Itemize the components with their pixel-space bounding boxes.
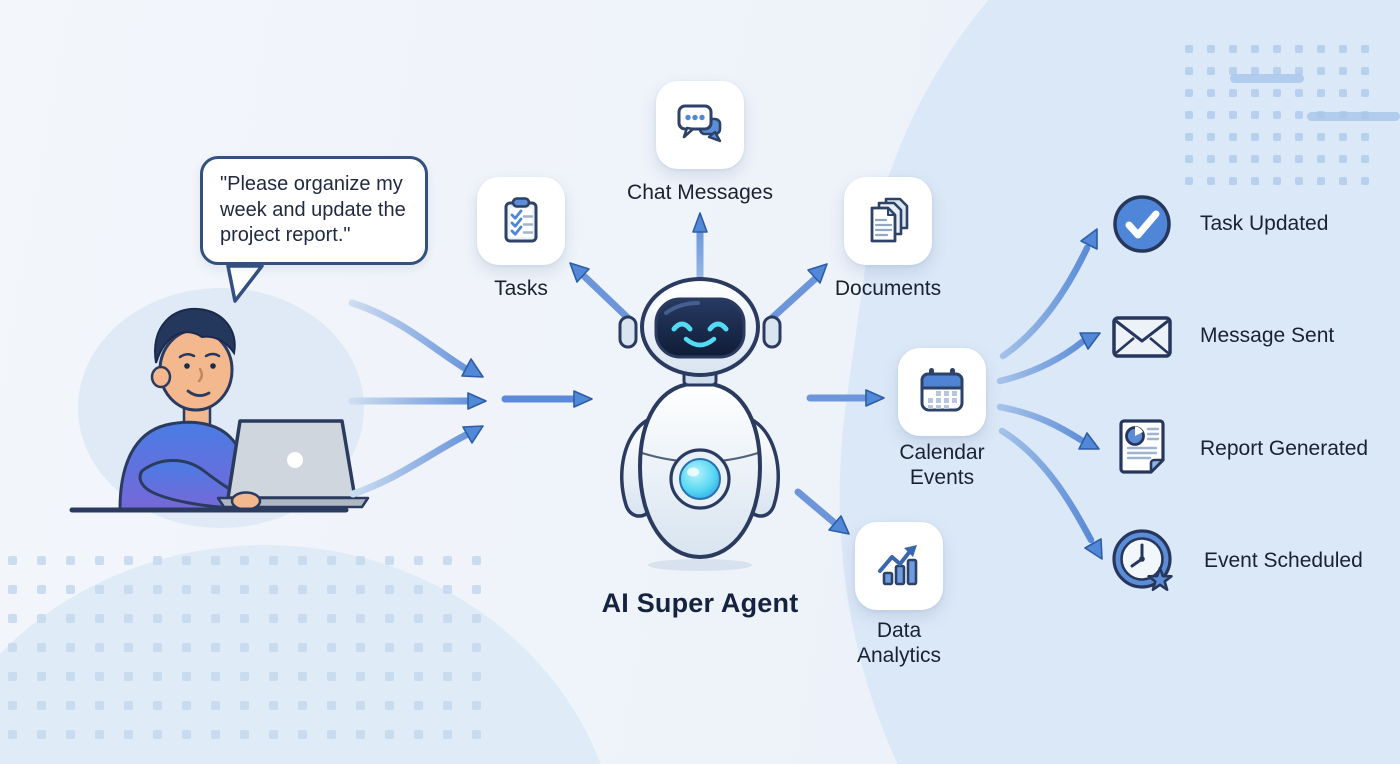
- orb-highlight: [687, 467, 699, 477]
- capability-label-tasks: Tasks: [494, 277, 548, 300]
- accent-bar-2: [1307, 112, 1400, 121]
- arrowhead: [462, 425, 484, 444]
- outcome-label-task-updated: Task Updated: [1200, 212, 1329, 235]
- outcome-task-updated: Task Updated: [1106, 188, 1328, 260]
- robot-face-screen: [654, 297, 746, 359]
- capability-label-analytics: Data Analytics: [856, 619, 942, 668]
- report-document-icon: [1119, 419, 1165, 474]
- robot-eye-left: [671, 321, 693, 332]
- capability-card-tasks: [477, 177, 565, 265]
- robot-ear-left: [618, 315, 638, 349]
- robot-chest-orb: [679, 458, 721, 500]
- robot-illustration: [618, 277, 782, 571]
- arrowhead: [461, 358, 484, 378]
- outcome-report-generated: Report Generated: [1106, 413, 1368, 485]
- chat-bubbles-icon: [677, 104, 722, 143]
- capability-label-documents: Documents: [834, 277, 942, 300]
- outcome-label-event-scheduled: Event Scheduled: [1204, 549, 1363, 572]
- user-speech-text: "Please organize my week and update the …: [220, 173, 406, 247]
- arrowhead: [573, 390, 593, 408]
- laptop: [216, 419, 370, 509]
- accent-bar-1: [1230, 74, 1304, 83]
- speech-bubble-tail: [226, 264, 264, 303]
- calendar-icon: [920, 368, 964, 412]
- robot-ear-right: [762, 315, 782, 349]
- outcome-message-sent: Message Sent: [1106, 300, 1334, 372]
- dot-grid-bottom-left: [8, 556, 481, 739]
- envelope-icon: [1112, 316, 1172, 358]
- capability-card-calendar: [898, 348, 986, 436]
- outcome-label-message-sent: Message Sent: [1200, 324, 1335, 347]
- capability-card-analytics: [855, 522, 943, 610]
- document-stack-icon: [870, 197, 909, 243]
- user-illustration: [69, 307, 370, 513]
- bar-chart-trend-icon: [878, 545, 918, 586]
- outcome-label-report-generated: Report Generated: [1200, 437, 1369, 460]
- person-hand: [230, 491, 262, 511]
- capability-label-chat: Chat Messages: [627, 181, 773, 204]
- outcome-event-scheduled: Event Scheduled: [1106, 523, 1363, 599]
- face-highlight: [664, 301, 700, 315]
- arrowhead: [467, 392, 487, 410]
- head-highlight: [652, 284, 698, 312]
- arrowhead: [692, 212, 708, 233]
- robot-smile: [683, 336, 717, 348]
- person-figure: [118, 307, 262, 511]
- clock-star-icon: [1112, 529, 1173, 591]
- check-circle-icon: [1113, 195, 1171, 253]
- arrow-agent-to-analytics: [794, 488, 841, 529]
- user-speech-bubble: "Please organize my week and update the …: [200, 156, 428, 265]
- clipboard-checklist-icon: [504, 197, 538, 243]
- robot-shadow: [648, 559, 752, 571]
- capability-card-documents: [844, 177, 932, 265]
- capability-card-chat: [656, 81, 744, 169]
- agent-title: AI Super Agent: [601, 588, 799, 618]
- robot-eye-right: [707, 321, 729, 332]
- capability-label-calendar: Calendar Events: [899, 441, 985, 490]
